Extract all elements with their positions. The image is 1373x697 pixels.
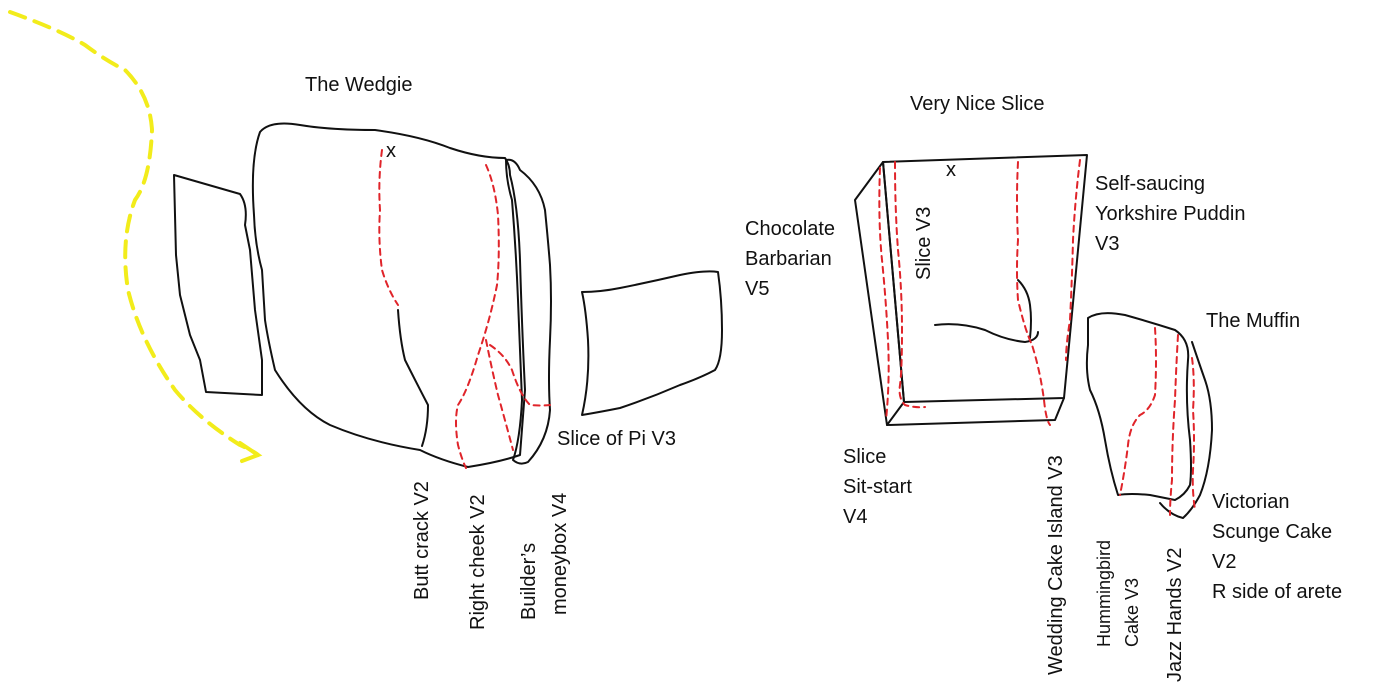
route-line-slice-sit-start: [894, 161, 926, 409]
route-line-wedding-cake-island: [1016, 161, 1051, 426]
route-label-chocolate-barbarian-2: Barbarian: [745, 248, 832, 270]
route-label-slice-of-pi: Slice of Pi V3: [557, 428, 676, 450]
wedgie-right-flake-outline: [505, 158, 552, 465]
left-slab-outline: [173, 174, 263, 396]
route-label-jazz-hands: Jazz Hands V2: [1164, 547, 1186, 682]
route-label-victorian-4: R side of arete: [1212, 581, 1342, 603]
route-line-victorian-scunge-cake: [1191, 357, 1196, 511]
slice-of-pi-slab-outline: [581, 270, 723, 416]
route-label-chocolate-barbarian-3: V5: [745, 278, 769, 300]
route-label-builders-moneybox-1: Builder’s: [518, 543, 540, 620]
route-line-right-cheek: [455, 164, 500, 469]
route-line-builders-moneybox: [485, 339, 551, 451]
route-line-chocolate-barbarian: [878, 167, 890, 421]
wedgie-boulder-outline: [251, 122, 526, 468]
route-label-hummingbird-cake-1: Hummingbird: [1094, 540, 1114, 647]
route-label-self-saucing-2: Yorkshire Puddin: [1095, 203, 1245, 225]
boulder-title-wedgie: The Wedgie: [305, 74, 412, 96]
route-label-hummingbird-cake-2: Cake V3: [1122, 578, 1142, 647]
boulder-title-muffin: The Muffin: [1206, 310, 1300, 332]
wedgie-start-mark: x: [386, 140, 396, 162]
very-nice-slice-base: [886, 397, 1065, 426]
very-nice-slice-face-feature: [934, 323, 1039, 343]
slice-start-mark: x: [946, 159, 956, 181]
route-label-victorian-1: Victorian: [1212, 491, 1289, 513]
route-label-victorian-2: Scunge Cake: [1212, 521, 1332, 543]
route-line-self-saucing: [1065, 159, 1081, 361]
route-label-chocolate-barbarian-1: Chocolate: [745, 218, 835, 240]
route-label-wedding-cake-island: Wedding Cake Island V3: [1045, 455, 1067, 675]
route-label-victorian-3: V2: [1212, 551, 1236, 573]
route-label-slice-sit-start-3: V4: [843, 506, 867, 528]
route-label-self-saucing-3: V3: [1095, 233, 1119, 255]
approach-path: [8, 10, 260, 457]
route-label-builders-moneybox-2: moneybox V4: [549, 493, 571, 615]
route-line-butt-crack: [378, 149, 399, 306]
route-label-butt-crack: Butt crack V2: [411, 481, 433, 600]
route-line-jazz-hands: [1169, 334, 1179, 516]
approach-path-arrowhead: [238, 441, 263, 463]
very-nice-slice-side-face: [854, 161, 905, 426]
route-label-right-cheek: Right cheek V2: [467, 494, 489, 630]
boulder-title-very-nice-slice: Very Nice Slice: [910, 93, 1045, 115]
route-label-slice-v3: Slice V3: [913, 207, 935, 280]
route-label-slice-sit-start-1: Slice: [843, 446, 886, 468]
route-label-self-saucing-1: Self-saucing: [1095, 173, 1205, 195]
muffin-boulder-outline: [1085, 312, 1192, 501]
route-label-slice-sit-start-2: Sit-start: [843, 476, 912, 498]
muffin-right-arete: [1159, 341, 1213, 519]
route-line-hummingbird-cake: [1119, 327, 1157, 496]
butt-crack-feature: [397, 309, 429, 447]
very-nice-slice-crack-feature: [1017, 279, 1032, 339]
